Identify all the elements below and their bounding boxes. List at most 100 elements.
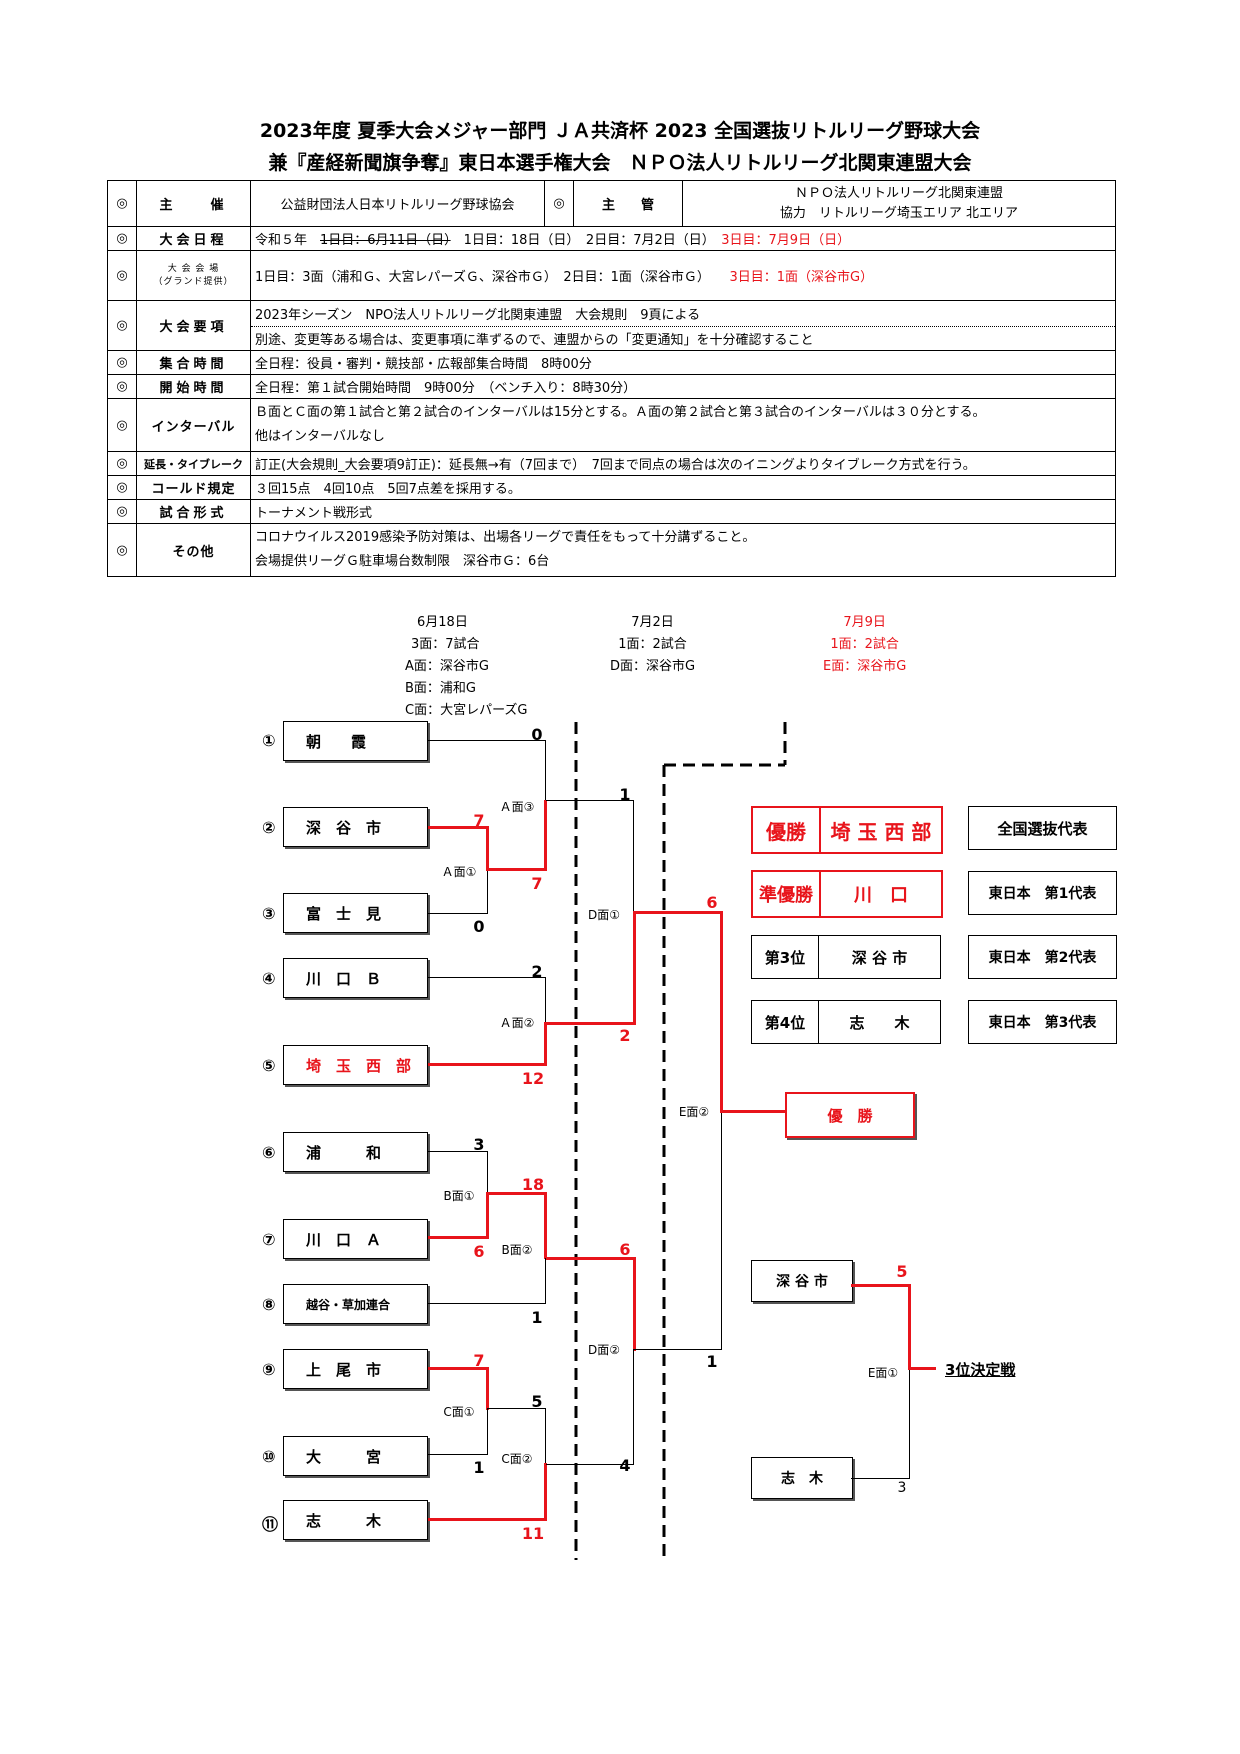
bracket-line [487,1408,488,1454]
team-number: ⑨ [262,1360,276,1379]
mark: ◎ [107,350,137,375]
day1-a: A面：深谷市G [405,659,489,674]
team-name: 浦 和 [306,1143,382,1162]
court-label: D面② [588,1343,620,1357]
score: 12 [521,1069,545,1088]
third-place-team-bottom: 志 木 [751,1457,853,1499]
other-line1: コロナウイルス2019感染予防対策は、出場各リーグで責任をもって十分講ずること。 [255,530,756,545]
court-label: E面① [867,1366,899,1380]
score: 5 [531,1392,543,1411]
bracket-line-winner [486,826,489,870]
court-label: C面② [501,1452,533,1466]
score: 7 [531,874,543,893]
bracket-line-winner [428,826,488,829]
bracket-line [487,868,488,913]
called-value: ３回15点 4回10点 5回7点差を採用する。 [250,475,1116,500]
score: 5 [896,1262,908,1281]
team-name: 志 木 [306,1511,382,1530]
score: 1 [706,1352,718,1371]
score: 6 [473,1242,485,1261]
team-name: 川 口 Ｂ [306,969,382,988]
team-name: 深 谷 市 [776,1274,828,1290]
start-value: 全日程：第１試合開始時間 9時00分 （ベンチ入り：8時30分） [250,374,1116,399]
bracket-line [487,1151,488,1193]
team-box: 深 谷 市 [283,807,428,847]
bracket-line-winner [908,1284,911,1370]
organizer-label: 主 催 [136,180,251,227]
award-box: 全国選抜代表 [968,806,1117,850]
manager-label: 主 管 [573,180,683,227]
third-place-match-label: 3位決定戦 [945,1361,1016,1379]
award-label: 東日本 第3代表 [988,1015,1097,1031]
bracket-line-winner [428,1518,546,1521]
court-label: D面① [588,908,620,922]
court-label: Ａ面① [441,865,477,879]
day2-date: 7月2日 [631,615,674,630]
award-label: 全国選抜代表 [997,819,1088,838]
bracket-line-winner [428,1236,488,1239]
bracket-line [909,1369,910,1479]
bracket-line [721,1110,722,1349]
team-number: ⑤ [262,1056,276,1075]
day2-d: D面：深谷市G [610,659,696,674]
manager-line1: ＮＰＯ法人リトルリーグ北関東連盟 [794,185,1003,201]
champion-box: 優 勝 [785,1092,915,1138]
day3-count: 1面：2試合 [830,637,899,652]
award-box: 東日本 第2代表 [968,935,1117,979]
bracket-line-winner [544,1463,547,1521]
bracket-line [428,977,546,978]
result-row-3: 第3位 深 谷 市 [751,935,941,979]
team-box: 上 尾 市 [283,1349,428,1389]
bracket-line [546,1464,634,1465]
team-box: 川 口 Ａ [283,1219,428,1259]
result-rank: 第3位 [752,936,819,978]
team-box: 川 口 Ｂ [283,958,428,998]
award-label: 東日本 第1代表 [988,886,1097,902]
score: 4 [619,1456,631,1475]
result-team: 深 谷 市 [851,948,908,967]
bracket-line-winner [428,1367,488,1370]
team-box: 富 士 見 [283,893,428,933]
team-number: ② [262,818,276,837]
team-number: ⑦ [262,1230,276,1249]
start-label: 開始時間 [136,374,251,399]
score: 7 [473,811,485,830]
court-label: E面② [678,1105,710,1119]
day1-c: C面：大宮レパーズG [405,703,528,718]
mark: ◎ [107,180,137,227]
team-number: ⑪ [262,1515,279,1534]
bracket-line-winner [486,1367,489,1410]
info-table: ◎ 主 催 公益財団法人日本リトルリーグ野球協会 ◎ 主 管 ＮＰＯ法人リトルリ… [107,180,1116,577]
schedule-day3: 7月9日 1面：2試合 E面：深谷市G [823,612,906,678]
bracket-line [428,740,546,741]
result-row-2: 準優勝 川 口 [751,870,943,918]
team-name: 朝 霞 [306,732,367,751]
award-label: 東日本 第2代表 [988,950,1097,966]
gather-label: 集合時間 [136,350,251,375]
score: 2 [619,1026,631,1045]
title-line1: 2023年度 夏季大会メジャー部門 ＪＡ共済杯 2023 全国選抜リトルリーグ野… [259,120,981,142]
bracket-line-winner [633,911,636,1025]
dates-label: 大会日程 [136,226,251,251]
team-name: 上 尾 市 [306,1360,382,1379]
bracket-line [545,1408,546,1466]
result-row-1: 優勝 埼 玉 西 部 [751,806,943,854]
schedule-day2: 7月2日 1面：2試合 D面：深谷市G [610,612,695,678]
schedule-day1: 6月18日 3面：7試合 A面：深谷市G B面：浦和G C面：大宮レパーズG [405,612,528,722]
bracket-line [546,800,634,801]
day1-date: 6月18日 [417,615,468,630]
bracket-line [487,1408,546,1409]
court-label: Ａ面③ [499,800,535,814]
bracket-line [545,740,546,802]
venue-day3: 3日目：1面（深谷市G） [729,270,874,285]
bracket-line [633,1349,634,1464]
rules-label: 大会要項 [136,300,251,351]
court-label: C面① [443,1405,475,1419]
bracket-line [545,977,546,1025]
team-name: 深 谷 市 [306,818,382,837]
bracket-line [428,913,488,914]
team-number: ④ [262,969,276,988]
other-label: その他 [136,523,251,577]
score: 11 [521,1524,545,1543]
